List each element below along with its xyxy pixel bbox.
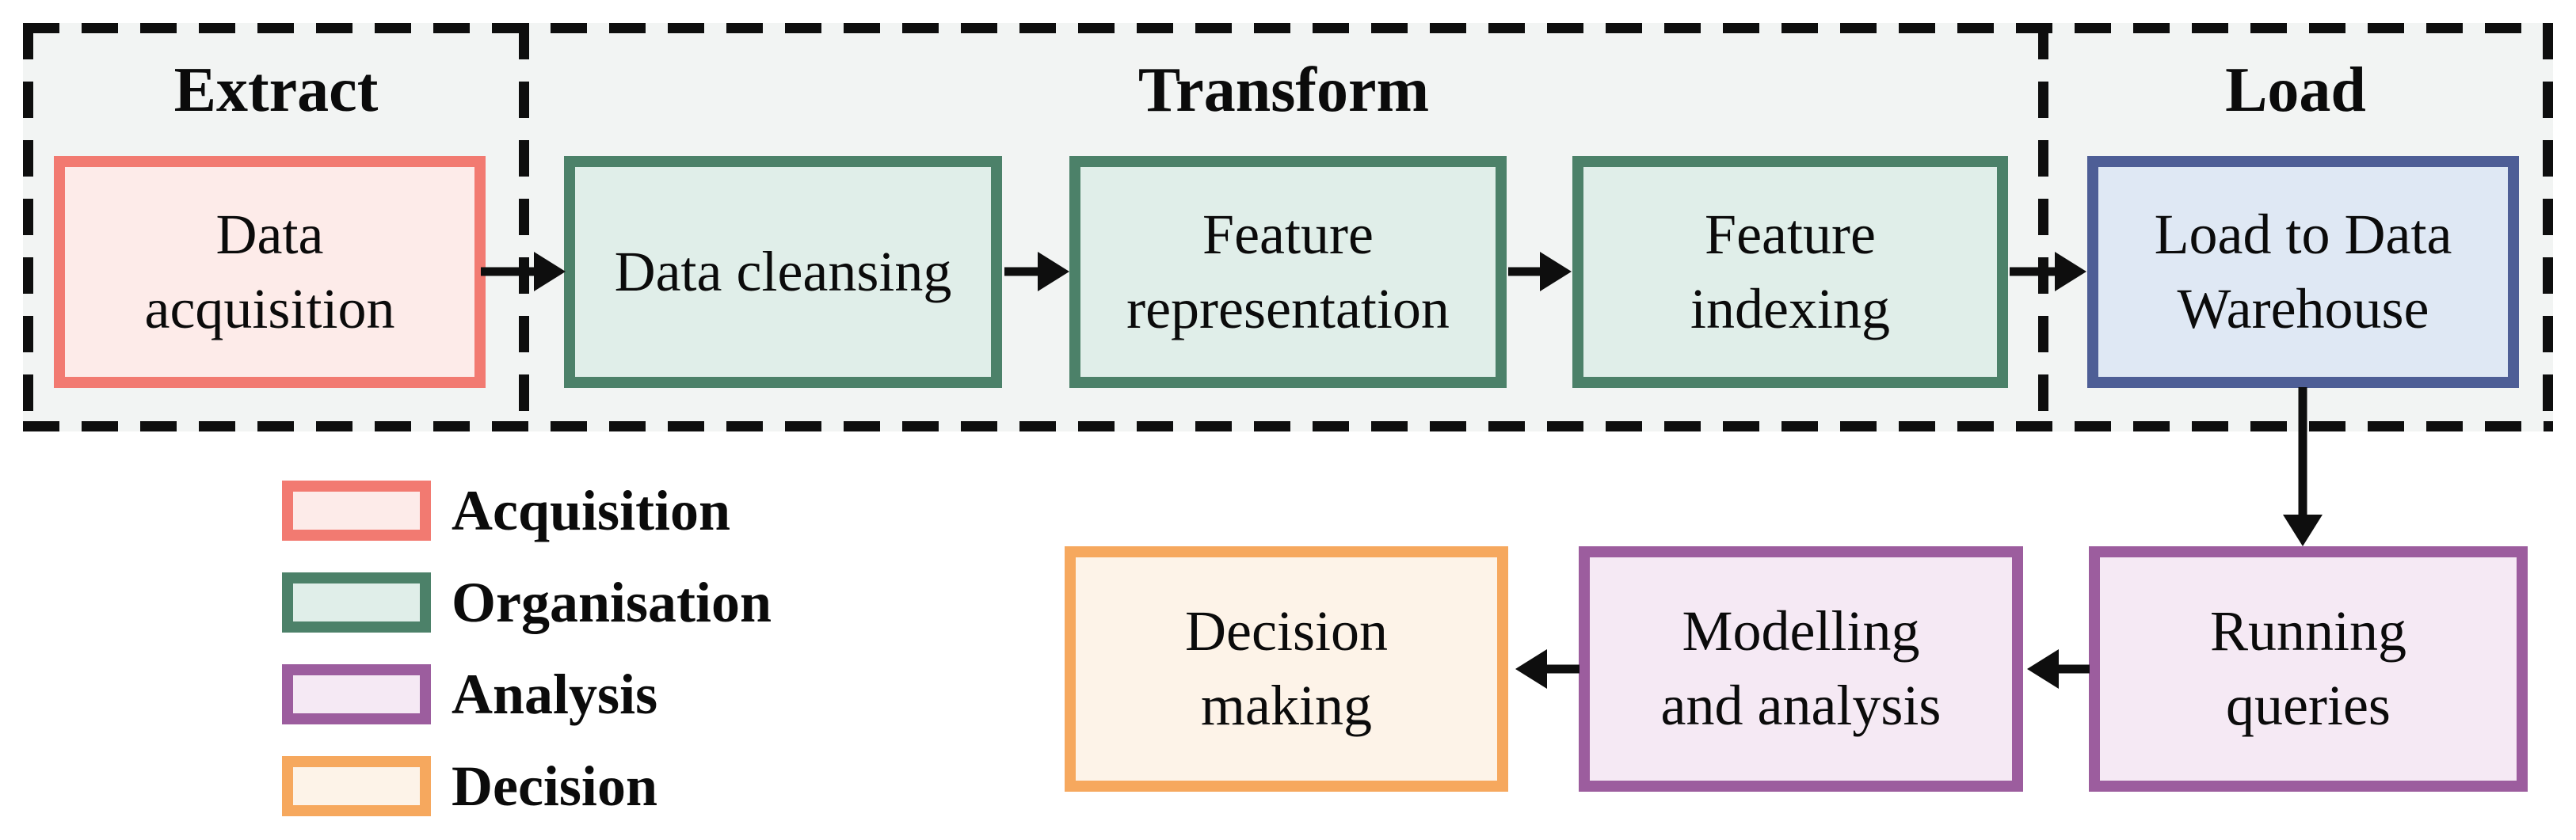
legend-label-acquisition: Acquisition bbox=[452, 479, 731, 542]
node-modelling-and-analysis: Modelling and analysis bbox=[1579, 546, 2023, 792]
section-label-extract: Extract bbox=[173, 55, 379, 125]
node-feature-indexing: Feature indexing bbox=[1572, 156, 2008, 388]
node-running-queries: Running queries bbox=[2089, 546, 2528, 792]
section-label-transform: Transform bbox=[1137, 55, 1430, 125]
section-label-load: Load bbox=[2225, 55, 2366, 125]
etl-panel-border-right bbox=[2543, 23, 2553, 431]
node-decision-making-label: Decision making bbox=[1185, 599, 1388, 737]
node-data-acquisition-label: Data acquisition bbox=[144, 202, 395, 340]
arrow-modelling-to-decision bbox=[1515, 649, 1580, 689]
node-data-cleansing-label: Data cleansing bbox=[614, 239, 952, 303]
divider-extract-transform bbox=[519, 23, 529, 431]
node-feature-indexing-label: Feature indexing bbox=[1690, 202, 1890, 340]
etl-panel-border-top bbox=[23, 23, 2553, 33]
legend-swatch-analysis bbox=[282, 664, 431, 724]
node-load-to-data-warehouse-label: Load to Data Warehouse bbox=[2154, 202, 2452, 340]
etl-panel-border-bottom bbox=[23, 421, 2553, 431]
legend-item-decision: Decision bbox=[282, 756, 657, 816]
legend-item-analysis: Analysis bbox=[282, 664, 657, 724]
legend-label-decision: Decision bbox=[452, 754, 657, 818]
legend-swatch-acquisition bbox=[282, 481, 431, 541]
divider-transform-load bbox=[2038, 23, 2048, 431]
node-decision-making: Decision making bbox=[1065, 546, 1508, 792]
node-data-cleansing: Data cleansing bbox=[564, 156, 1002, 388]
node-modelling-and-analysis-label: Modelling and analysis bbox=[1660, 599, 1942, 737]
legend-swatch-organisation bbox=[282, 572, 431, 633]
legend-swatch-decision bbox=[282, 756, 431, 816]
legend-item-acquisition: Acquisition bbox=[282, 481, 730, 541]
node-load-to-data-warehouse: Load to Data Warehouse bbox=[2087, 156, 2519, 388]
arrow-queries-to-modelling bbox=[2027, 649, 2090, 689]
node-data-acquisition: Data acquisition bbox=[54, 156, 486, 388]
legend-label-organisation: Organisation bbox=[452, 571, 772, 634]
etl-panel-border-left bbox=[23, 23, 33, 431]
legend-label-analysis: Analysis bbox=[452, 663, 658, 726]
node-feature-representation: Feature representation bbox=[1069, 156, 1507, 388]
node-feature-representation-label: Feature representation bbox=[1126, 202, 1450, 340]
node-running-queries-label: Running queries bbox=[2209, 599, 2407, 737]
legend-item-organisation: Organisation bbox=[282, 572, 772, 633]
